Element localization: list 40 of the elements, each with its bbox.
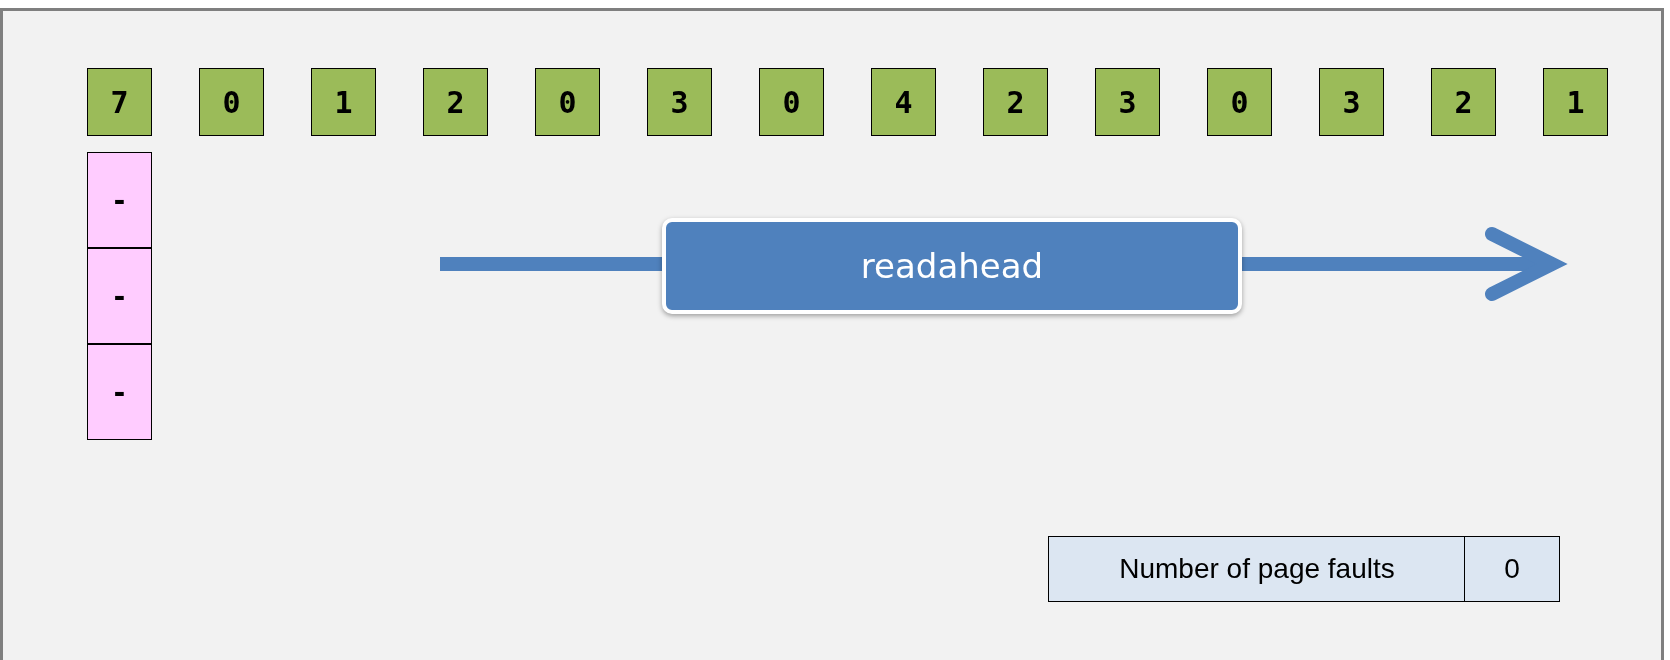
cell-text: 7: [110, 84, 129, 120]
cell-text: 3: [1118, 84, 1137, 120]
cell-text: -: [111, 279, 128, 313]
frame-slot: [87, 344, 152, 440]
page-reference-box: [647, 68, 712, 136]
readahead-label-box: [662, 218, 1242, 314]
cell-text: 0: [222, 84, 241, 120]
frame-slot: [87, 152, 152, 248]
cell-text: Number of page faults: [1119, 553, 1395, 585]
cell-text: 2: [1006, 84, 1025, 120]
page-reference-box: [1319, 68, 1384, 136]
page-reference-box: [1207, 68, 1272, 136]
cell-text: 0: [782, 84, 801, 120]
page-reference-box: [871, 68, 936, 136]
page-reference-box: [311, 68, 376, 136]
cell-text: -: [111, 375, 128, 409]
cell-text: 1: [1566, 84, 1585, 120]
page-reference-box: [759, 68, 824, 136]
page-reference-box: [1543, 68, 1608, 136]
cell-text: 4: [894, 84, 913, 120]
page-reference-box: [1431, 68, 1496, 136]
cell-text: -: [111, 183, 128, 217]
cell-text: 2: [446, 84, 465, 120]
table-cell: [1464, 536, 1560, 602]
cell-text: readahead: [860, 246, 1044, 286]
frame-slot: [87, 248, 152, 344]
page-reference-box: [87, 68, 152, 136]
cell-text: 3: [670, 84, 689, 120]
page-reference-box: [983, 68, 1048, 136]
cell-text: 1: [334, 84, 353, 120]
page-reference-box: [199, 68, 264, 136]
page-reference-box: [1095, 68, 1160, 136]
page-reference-box: [423, 68, 488, 136]
cell-text: 0: [558, 84, 577, 120]
page-reference-box: [535, 68, 600, 136]
cell-text: 0: [1230, 84, 1249, 120]
table-cell: [1048, 536, 1466, 602]
cell-text: 0: [1504, 553, 1520, 585]
cell-text: 2: [1454, 84, 1473, 120]
cell-text: 3: [1342, 84, 1361, 120]
